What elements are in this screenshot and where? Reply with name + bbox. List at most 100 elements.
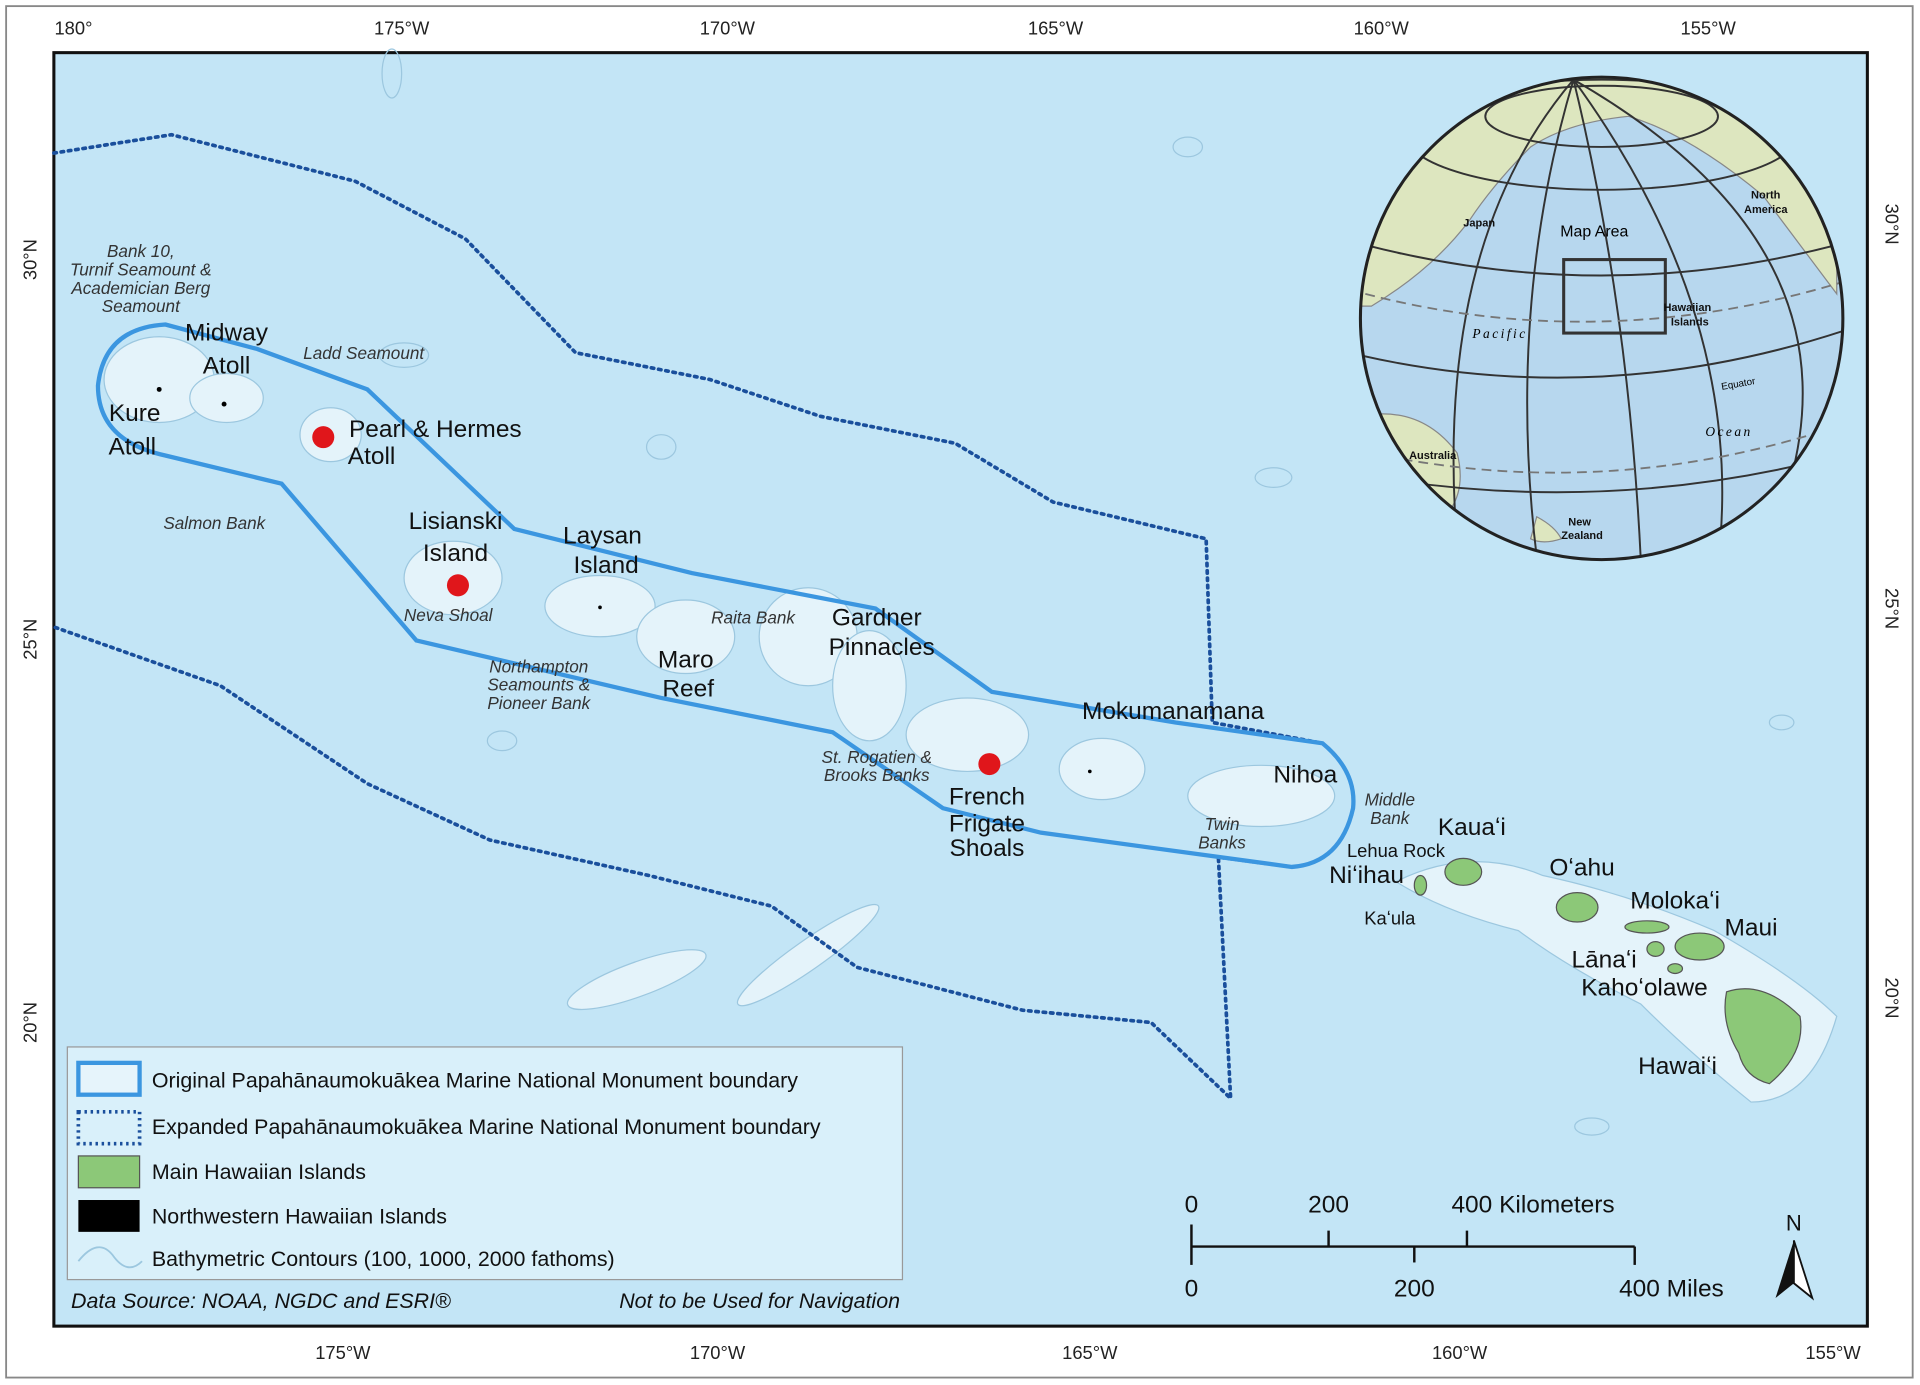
label: Nihoa [1273,761,1337,788]
lon-label: 175°W [374,17,430,38]
label: Kauaʻi [1438,814,1506,841]
label: Laysan [563,523,642,550]
legend-label: Main Hawaiian Islands [152,1160,366,1184]
legend-label: Northwestern Hawaiian Islands [152,1204,447,1228]
lon-label: 160°W [1354,17,1410,38]
legend: Original Papahānaumokuākea Marine Nation… [66,1046,904,1313]
label: Salmon Bank [163,513,266,533]
label: Neva Shoal [404,605,494,625]
label: Middle [1365,790,1415,810]
label: Bank [1370,808,1410,828]
label: Molokaʻi [1630,888,1720,915]
label: Ladd Seamount [303,343,425,363]
globe-label: Ocean [1705,424,1752,439]
lat-label: 20°N [20,1002,41,1043]
data-source: Data Source: NOAA, NGDC and ESRI® [71,1289,451,1313]
graticule-labels: 180° 175°W 170°W 165°W 160°W 155°W 175°W… [20,17,1903,1363]
lon-label: 165°W [1028,17,1084,38]
lat-label: 30°N [20,239,41,280]
label: Gardner [832,605,922,632]
green-fill-box-icon [77,1155,141,1189]
lat-label: 25°N [20,619,41,660]
label: Maui [1725,915,1778,942]
lon-label: 165°W [1062,1342,1118,1363]
label: Kure [109,400,161,427]
legend-label: Bathymetric Contours (100, 1000, 2000 fa… [152,1247,615,1271]
north-arrow-icon: N [1775,1211,1815,1301]
scale-label: 200 [1394,1276,1435,1303]
label: Island [573,552,638,579]
contour-line-icon [77,1246,143,1269]
scale-label: 200 [1308,1191,1349,1218]
original-boundary [95,322,1356,870]
label: Seamounts & [487,675,590,695]
label: Mokumanamana [1082,698,1265,725]
black-fill-box-icon [78,1200,140,1232]
lon-label: 180° [54,17,92,38]
disclaimer: Not to be Used for Navigation [619,1289,900,1313]
north-label: N [1786,1211,1802,1236]
label: Turnif Seamount & [70,260,212,280]
northwestern-islands [156,386,1092,774]
label: St. Rogatien & [822,747,932,767]
globe-label: Zealand [1561,530,1603,542]
label: Pinnacles [829,634,935,661]
label: Midway [185,319,269,346]
label: Bank 10, [107,241,175,261]
globe-label: Japan [1463,218,1495,230]
label: Lānaʻi [1571,946,1636,973]
label: Atoll [108,433,156,460]
label: Seamount [102,296,181,316]
label: Niʻihau [1329,862,1404,889]
label: Oʻahu [1549,855,1614,882]
globe-label: Hawaiian [1663,302,1711,314]
marker-lisianski [446,574,469,597]
bathymetric-contours [103,48,1838,1136]
label: Pearl & Hermes [349,416,522,443]
label: Lehua Rock [1347,840,1446,861]
main-hawaiian-islands [1413,857,1802,1085]
globe-label: Australia [1409,450,1457,462]
label: Hawaiʻi [1638,1053,1717,1080]
label: Twin [1205,814,1240,834]
marker-pearl-hermes [312,426,335,449]
map-area-box [1562,258,1667,335]
label: Frigate [949,810,1025,837]
label: Reef [662,676,714,703]
lon-label: 170°W [690,1342,746,1363]
lon-label: 155°W [1681,17,1737,38]
globe-label: New [1568,516,1591,528]
globe-label: Islands [1671,317,1709,329]
lon-label: 160°W [1432,1342,1488,1363]
label: Lisianski [409,508,503,535]
label: Island [423,540,488,567]
legend-label: Expanded Papahānaumokuākea Marine Nation… [152,1115,821,1139]
globe-inset: Japan Map Area North America Hawaiian Is… [1358,75,1845,562]
scale-label: 400 Kilometers [1451,1191,1614,1218]
label: Pioneer Bank [487,693,591,713]
lat-label: 20°N [1882,977,1903,1018]
scale-label: 400 Miles [1619,1276,1724,1303]
label: Kahoʻolawe [1581,975,1708,1002]
label: French [949,783,1025,810]
dotted-outline-box-icon [76,1110,142,1146]
lat-label: 30°N [1882,204,1903,245]
label: Brooks Banks [824,765,930,785]
label: Academician Berg [70,278,210,298]
scale-label: 0 [1185,1191,1199,1218]
label: Atoll [203,352,251,379]
label: Raita Bank [711,607,796,627]
globe-label: North [1751,189,1781,201]
label: Shoals [950,835,1025,862]
lon-label: 170°W [700,17,756,38]
lon-label: 155°W [1805,1342,1861,1363]
globe-label: America [1744,204,1788,216]
marker-french-frigate [978,753,1001,776]
label: Maro [658,646,714,673]
legend-label: Original Papahānaumokuākea Marine Nation… [152,1068,798,1092]
lat-label: 25°N [1882,588,1903,629]
globe-label: Map Area [1560,223,1628,240]
scale-bar-labels: 0 200 400 Kilometers 0 200 400 Miles [1185,1191,1724,1302]
label: Banks [1198,833,1246,853]
